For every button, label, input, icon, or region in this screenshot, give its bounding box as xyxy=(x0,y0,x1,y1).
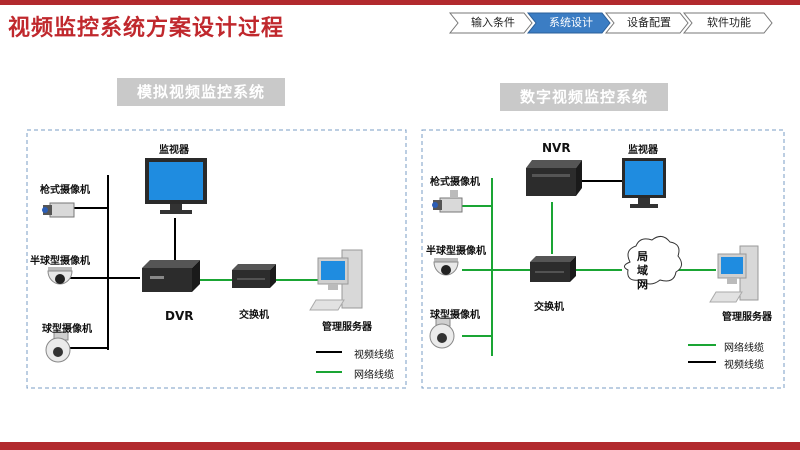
digital-bullet-camera-label: 枪式摄像机 xyxy=(430,177,480,188)
digital-speed-dome-icon xyxy=(429,317,455,349)
dvr-icon xyxy=(142,260,200,292)
digital-frame xyxy=(421,129,785,389)
analog-frame xyxy=(26,129,407,389)
digital-bullet-camera-icon xyxy=(432,190,463,213)
analog-server-icon xyxy=(309,249,363,311)
nvr-label: NVR xyxy=(542,141,571,155)
nvr-icon xyxy=(526,160,582,196)
digital-legend-network-label: 网络线缆 xyxy=(724,343,764,354)
analog-speed-dome-label: 球型摄像机 xyxy=(42,324,92,335)
digital-server-icon xyxy=(709,245,759,303)
digital-section-heading: 数字视频监控系统 xyxy=(500,83,668,111)
digital-legend-video-label: 视频线缆 xyxy=(724,360,764,371)
digital-speed-dome-label: 球型摄像机 xyxy=(430,310,480,321)
step-shape-1[interactable] xyxy=(448,12,533,34)
top-accent-bar xyxy=(0,0,800,5)
digital-network-lines xyxy=(462,178,716,356)
digital-monitor-icon xyxy=(622,158,666,208)
analog-dome-camera-icon xyxy=(47,267,73,285)
digital-dome-camera-label: 半球型摄像机 xyxy=(426,246,486,257)
analog-switch-icon xyxy=(232,264,276,288)
analog-legend-network-label: 网络线缆 xyxy=(354,370,394,381)
analog-video-lines xyxy=(70,175,176,350)
analog-monitor-label: 监视器 xyxy=(159,145,189,156)
analog-server-label: 管理服务器 xyxy=(322,322,372,333)
analog-legend-video-label: 视频线缆 xyxy=(354,350,394,361)
process-steps: 输入条件 系统设计 设备配置 软件功能 xyxy=(0,0,800,40)
digital-switch-label: 交换机 xyxy=(534,302,564,313)
step-shape-4[interactable] xyxy=(682,12,773,34)
analog-dome-camera-label: 半球型摄像机 xyxy=(30,256,90,267)
analog-monitor-icon xyxy=(145,158,207,214)
analog-bullet-camera-label: 枪式摄像机 xyxy=(40,185,90,196)
analog-bullet-camera-icon xyxy=(42,202,75,218)
digital-switch-icon xyxy=(530,256,576,282)
bottom-accent-bar xyxy=(0,442,800,450)
digital-dome-camera-icon xyxy=(433,258,459,276)
digital-monitor-label: 监视器 xyxy=(628,145,658,156)
step-software-functions[interactable]: 软件功能 xyxy=(707,16,751,29)
digital-server-label: 管理服务器 xyxy=(722,312,772,323)
analog-switch-label: 交换机 xyxy=(239,310,269,321)
page-title: 视频监控系统方案设计过程 xyxy=(8,16,285,41)
steps-background xyxy=(448,12,773,34)
lan-label: 局域网 xyxy=(637,250,648,291)
step-system-design[interactable]: 系统设计 xyxy=(549,16,593,29)
analog-speed-dome-icon xyxy=(45,331,71,363)
step-device-config[interactable]: 设备配置 xyxy=(627,16,671,29)
step-shape-3[interactable] xyxy=(604,12,689,34)
lan-cloud-icon xyxy=(624,236,682,285)
dvr-label: DVR xyxy=(165,309,194,323)
step-shape-2[interactable] xyxy=(526,12,611,34)
analog-section-heading: 模拟视频监控系统 xyxy=(117,78,285,106)
step-input-conditions[interactable]: 输入条件 xyxy=(471,16,515,29)
